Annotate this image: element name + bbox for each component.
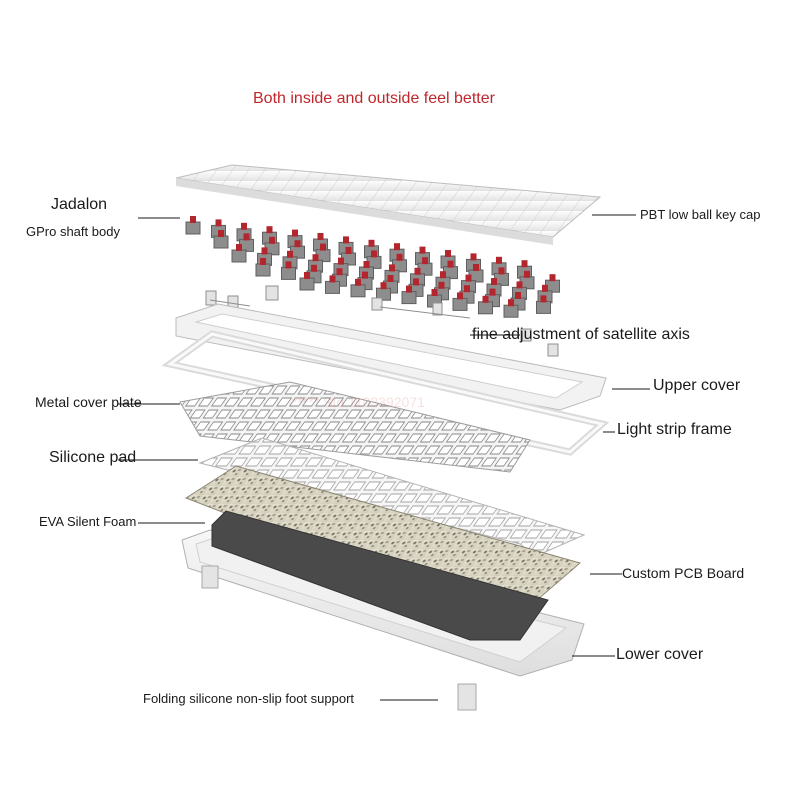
switch-stem: [304, 272, 310, 279]
switch-stem: [343, 236, 349, 244]
switch-stem: [380, 282, 387, 290]
switch-stem: [491, 278, 497, 285]
switch-body: [185, 221, 201, 235]
switch-stem: [285, 261, 292, 269]
switch-stem: [266, 226, 273, 234]
switch-stem: [287, 250, 293, 258]
switch-stem: [338, 257, 344, 265]
switch-stem: [368, 239, 375, 247]
switch-stem: [414, 267, 421, 275]
switch-stem: [317, 233, 324, 240]
switch-stem: [482, 295, 489, 303]
switch-stem: [190, 216, 196, 223]
switch-body: [325, 280, 340, 294]
upper-cover-frame: [175, 303, 607, 411]
switch-stem: [292, 229, 298, 237]
switch-body: [401, 291, 417, 305]
switch-stem: [261, 247, 268, 255]
switch-stem: [329, 275, 336, 283]
switch-stem: [336, 268, 343, 276]
switch-stem: [445, 250, 451, 257]
switch-stem: [371, 250, 377, 258]
switch-body: [231, 249, 247, 263]
label-lower-cover: Lower cover: [616, 646, 704, 663]
silicone-pad: [198, 437, 586, 557]
switch-stem: [470, 253, 477, 261]
switch-body: [281, 266, 296, 280]
switch-body: [452, 297, 468, 311]
switch-stem: [515, 292, 521, 299]
switch-stem: [345, 247, 352, 254]
switch-stem: [464, 285, 470, 293]
switch-stem: [440, 271, 446, 279]
switch-stem: [215, 219, 222, 227]
headline: Both inside and outside feel better: [253, 90, 495, 107]
switch-stem: [516, 281, 523, 289]
switch-body: [536, 300, 551, 314]
metal-cover-plate: [179, 381, 531, 473]
label-silicone-pad: Silicone pad: [49, 449, 137, 466]
switch-stem: [394, 243, 400, 251]
switch-stem: [362, 271, 368, 279]
switch-stem: [311, 264, 317, 272]
switch-stem: [542, 284, 548, 292]
switch-stem: [419, 246, 426, 254]
switch-body: [255, 263, 271, 277]
switch-stem: [355, 278, 361, 286]
switch-stem: [396, 253, 403, 261]
switch-stem: [540, 295, 547, 303]
switch-stem: [269, 236, 275, 244]
switch-body: [350, 284, 366, 298]
switch-stem: [438, 281, 445, 289]
switch-stem: [498, 267, 505, 275]
label-pcb: Custom PCB Board: [622, 565, 745, 581]
watermark: ***** Sto 1103392071: [292, 394, 425, 410]
switch-stem: [431, 289, 438, 296]
switch-body: [503, 304, 519, 318]
switch-layer: [185, 216, 560, 318]
switch-stem: [549, 274, 556, 282]
stabilizer-parts: [205, 285, 559, 357]
switch-stem: [218, 230, 224, 237]
keycap-layer: [175, 164, 602, 245]
switch-stem: [422, 257, 428, 265]
switch-stem: [524, 270, 530, 278]
switch-stem: [496, 256, 502, 264]
switch-stem: [387, 275, 394, 282]
eva-silent-foam: [211, 510, 549, 641]
label-switch-body: GPro shaft body: [26, 224, 120, 239]
label-foot-support: Folding silicone non-slip foot support: [143, 691, 355, 706]
label-keycap: PBT low ball key cap: [640, 207, 761, 222]
switch-stem: [473, 264, 479, 271]
switch-stem: [508, 299, 514, 307]
switch-stem: [260, 258, 266, 265]
label-metal-plate: Metal cover plate: [35, 394, 142, 410]
switch-stem: [457, 292, 463, 300]
switch-body: [478, 301, 493, 315]
switch-body: [213, 235, 229, 249]
switch-stem: [243, 233, 250, 241]
switch-stem: [363, 261, 370, 268]
switch-stem: [406, 285, 412, 293]
switch-stem: [294, 240, 301, 248]
label-satellite-axis: fine adjustment of satellite axis: [472, 326, 690, 343]
switch-stem: [236, 244, 242, 251]
switch-stem: [312, 254, 319, 262]
switch-stem: [389, 264, 395, 272]
label-light-strip: Light strip frame: [617, 421, 732, 438]
label-upper-cover: Upper cover: [653, 377, 741, 394]
switch-stem: [241, 222, 247, 230]
switch-body: [299, 277, 315, 291]
switch-stem: [413, 278, 419, 286]
switch-stem: [320, 243, 326, 251]
switch-stem: [465, 274, 472, 282]
label-jadalon: Jadalon: [51, 196, 108, 213]
switch-stem: [447, 260, 454, 268]
switch-stem: [489, 288, 496, 296]
label-eva-foam: EVA Silent Foam: [39, 514, 137, 529]
switch-stem: [521, 260, 528, 268]
leader-lines: [118, 214, 650, 701]
